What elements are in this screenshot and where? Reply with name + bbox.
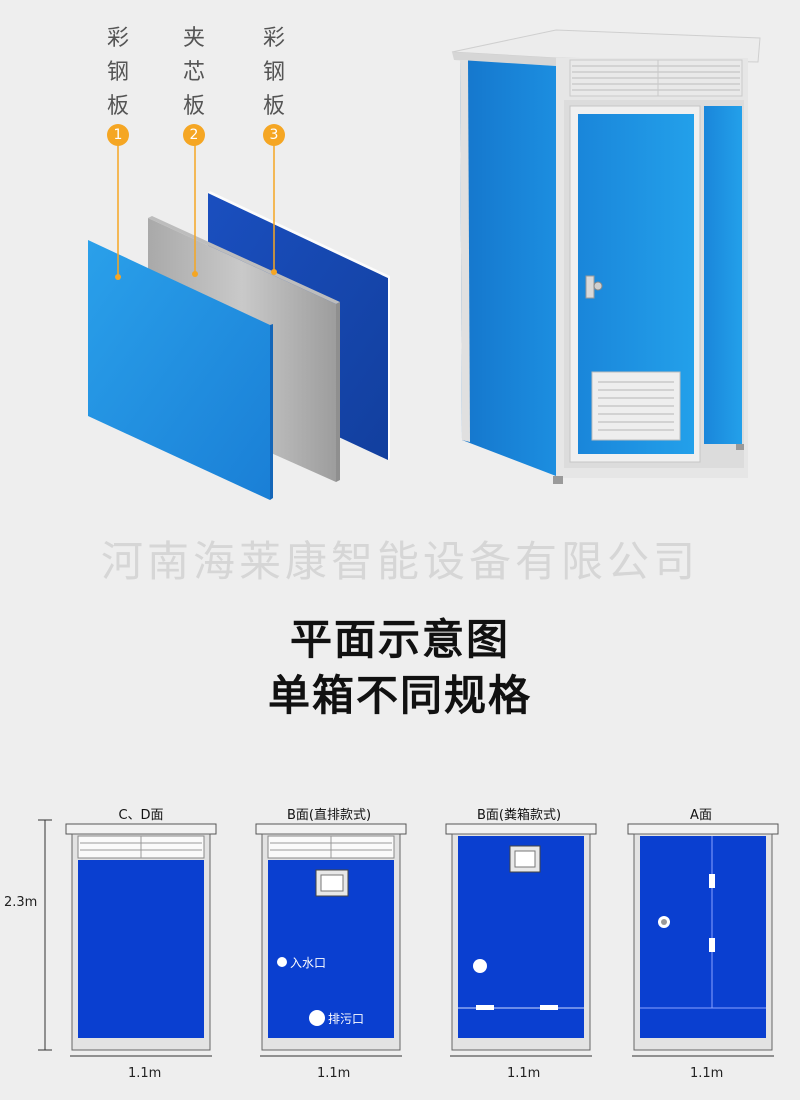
layer-label-3: 彩钢板 — [254, 22, 294, 124]
elevation-label-b-tank: B面(粪箱款式) — [476, 808, 562, 823]
layer-name-char: 板 — [262, 94, 285, 119]
layer-badge-2: 2 — [183, 124, 205, 146]
elevation-label-b-direct: B面(直排款式) — [286, 808, 372, 823]
layer-3-name: 彩钢板 — [254, 22, 294, 124]
elevation-label-cd: C、D面 — [118, 808, 164, 823]
door-hinge-top-icon — [709, 874, 715, 888]
width-label-cd: 1.1m — [128, 1066, 162, 1081]
height-label: 2.3m — [4, 895, 38, 910]
title-line-1: 平面示意图 — [289, 615, 510, 664]
front-color-steel-panel — [88, 240, 270, 500]
layer-name-char: 钢 — [262, 60, 285, 85]
elevation-cd — [65, 823, 217, 1057]
layer-label-2: 夹芯板 — [174, 22, 214, 124]
water-inlet-label: 入水口 — [290, 956, 326, 970]
layer-name-char: 夹 — [182, 26, 205, 51]
elevation-cd-panel — [78, 860, 204, 1038]
panel-layers-illustration — [88, 145, 390, 500]
layer-2-name: 夹芯板 — [174, 22, 214, 124]
height-dimension-line — [38, 819, 52, 1051]
sewage-outlet-label: 排污口 — [328, 1012, 364, 1026]
door-hinge-bottom-icon — [709, 938, 715, 952]
toilet-cabin-illustration — [451, 29, 761, 484]
width-label-b-tank: 1.1m — [507, 1066, 541, 1081]
elevation-b-tank — [445, 823, 597, 1057]
layer-name-char: 彩 — [262, 26, 285, 51]
layer-name-char: 板 — [182, 94, 205, 119]
door-vent-icon — [591, 371, 681, 441]
layer-name-char: 钢 — [106, 60, 129, 85]
elevation-label-a: A面 — [690, 808, 712, 823]
layer-1-name: 彩钢板 — [98, 22, 138, 124]
width-label-a: 1.1m — [690, 1066, 724, 1081]
title-line-2: 单箱不同规格 — [267, 671, 532, 720]
water-inlet-icon — [473, 959, 487, 973]
door-handle-icon — [585, 275, 603, 299]
layer-badge-3: 3 — [263, 124, 285, 146]
tank-hinge-right — [540, 1005, 558, 1010]
top-vent-icon — [569, 59, 743, 97]
water-inlet-icon — [277, 957, 287, 967]
elevation-a — [627, 823, 779, 1057]
elevation-a-panel — [640, 836, 766, 1038]
company-watermark: 河南海莱康智能设备有限公司 — [100, 537, 699, 586]
tank-hinge-left — [476, 1005, 494, 1010]
layer-badge-1: 1 — [107, 124, 129, 146]
layer-name-char: 芯 — [182, 60, 205, 85]
layer-label-1: 彩钢板 — [98, 22, 138, 124]
elevation-b-direct: 入水口 排污口 — [255, 823, 407, 1057]
layer-name-char: 板 — [106, 94, 129, 119]
cabin-side-wall — [460, 60, 556, 476]
sewage-outlet-icon — [309, 1010, 325, 1026]
layer-name-char: 彩 — [106, 26, 129, 51]
width-label-b-direct: 1.1m — [317, 1066, 351, 1081]
